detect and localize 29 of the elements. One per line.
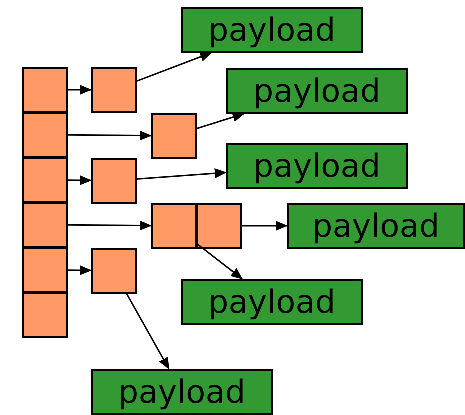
arrow xyxy=(136,168,227,180)
pointer-cell xyxy=(22,112,68,158)
pointer-cell xyxy=(22,67,68,113)
payload-box: payload xyxy=(91,369,273,415)
arrow xyxy=(136,52,212,82)
pointer-cell xyxy=(22,247,68,293)
pointer-cell xyxy=(196,203,242,249)
pointer-cell xyxy=(151,203,197,249)
pointer-cell xyxy=(22,292,68,338)
arrow xyxy=(68,130,152,141)
arrow xyxy=(68,220,152,231)
pointer-cell xyxy=(91,248,137,294)
payload-box: payload xyxy=(181,7,363,53)
pointer-cell xyxy=(22,202,68,248)
arrow xyxy=(68,85,92,95)
payload-box: payload xyxy=(287,203,465,249)
pointer-cell xyxy=(91,67,137,113)
arrow xyxy=(68,266,92,276)
arrow xyxy=(196,112,245,130)
arrow xyxy=(196,243,244,280)
pointer-cell xyxy=(91,158,137,204)
pointer-cell xyxy=(22,157,68,203)
arrow xyxy=(126,294,170,370)
pointer-cell xyxy=(151,113,197,159)
arrow xyxy=(242,221,288,231)
payload-box: payload xyxy=(226,143,408,189)
payload-box: payload xyxy=(181,279,363,325)
payload-box: payload xyxy=(226,68,408,114)
arrow xyxy=(68,176,92,186)
